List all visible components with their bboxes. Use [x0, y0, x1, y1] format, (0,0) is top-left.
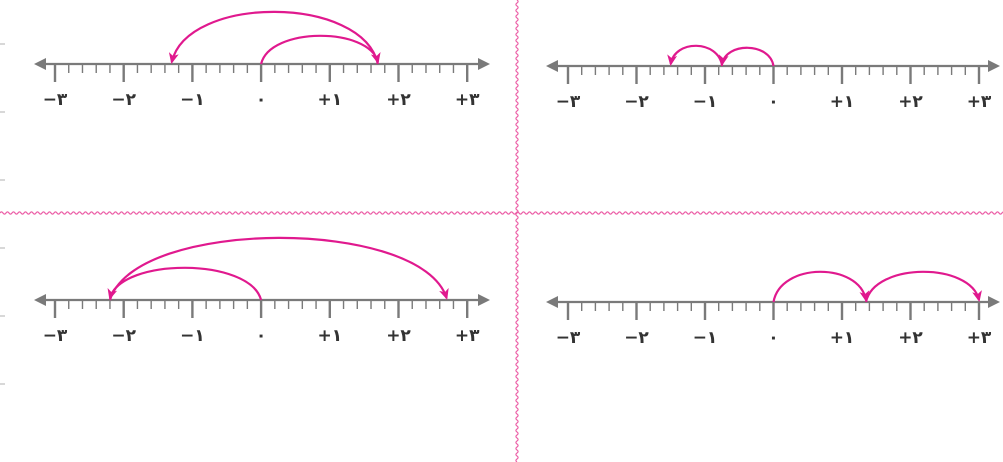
- number-line-top-right: −۳ −۲ −۱ ۰ +۱ +۲ +۳: [546, 44, 1000, 112]
- hop-arrow: [667, 44, 724, 67]
- margin-ticks: [0, 43, 5, 385]
- number-line-top-left: −۳ −۲ −۱ ۰ +۱ +۲ +۳: [34, 10, 490, 110]
- tick-label: +۳: [967, 92, 992, 112]
- axis-arrow-right-icon: [988, 296, 1000, 308]
- number-line-bottom-right: −۳ −۲ −۱ ۰ +۱ +۲ +۳: [546, 270, 1000, 348]
- tick-label: −۳: [43, 90, 68, 110]
- tick-label: −۱: [180, 326, 205, 346]
- tick-label: +۱: [830, 328, 855, 348]
- hop-arrow: [107, 266, 263, 301]
- hop-arrow: [260, 34, 381, 65]
- tick-label: −۳: [556, 92, 581, 112]
- axis-arrow-left-icon: [34, 58, 46, 70]
- tick-label: +۳: [967, 328, 992, 348]
- tick-label: ۰: [256, 90, 266, 110]
- tick-label: −۳: [556, 328, 581, 348]
- tick-label: +۳: [455, 90, 480, 110]
- hop-arrow: [168, 10, 379, 65]
- tick-label: +۱: [830, 92, 855, 112]
- tick-label: +۳: [455, 326, 480, 346]
- hop-arrow: [864, 270, 982, 303]
- axis-arrow-right-icon: [478, 58, 490, 70]
- tick-label: +۱: [317, 326, 342, 346]
- tick-label: +۲: [386, 90, 411, 110]
- number-line-bottom-left: −۳ −۲ −۱ ۰ +۱ +۲ +۳: [34, 236, 490, 346]
- tick-label: +۲: [386, 326, 411, 346]
- tick-label: −۲: [111, 326, 136, 346]
- axis-arrow-left-icon: [34, 294, 46, 306]
- tick-label: −۱: [693, 92, 718, 112]
- axis-arrow-right-icon: [478, 294, 490, 306]
- tick-label: −۲: [624, 92, 649, 112]
- tick-label: ۰: [768, 92, 778, 112]
- tick-label: +۱: [317, 90, 342, 110]
- tick-label: +۲: [898, 92, 923, 112]
- tick-label: ۰: [768, 328, 778, 348]
- tick-label: +۲: [898, 328, 923, 348]
- axis-arrow-left-icon: [546, 60, 558, 72]
- hop-arrow: [718, 46, 775, 67]
- tick-label: ۰: [256, 326, 266, 346]
- axis-arrow-right-icon: [988, 60, 1000, 72]
- tick-label: −۲: [624, 328, 649, 348]
- tick-label: −۱: [180, 90, 205, 110]
- tick-label: −۲: [111, 90, 136, 110]
- hop-arrow: [772, 270, 870, 303]
- tick-label: −۳: [43, 326, 68, 346]
- wavy-divider-vertical: [515, 0, 519, 462]
- tick-label: −۱: [693, 328, 718, 348]
- axis-arrow-left-icon: [546, 296, 558, 308]
- hop-arrow: [108, 236, 449, 301]
- wavy-divider-horizontal: [0, 211, 1003, 215]
